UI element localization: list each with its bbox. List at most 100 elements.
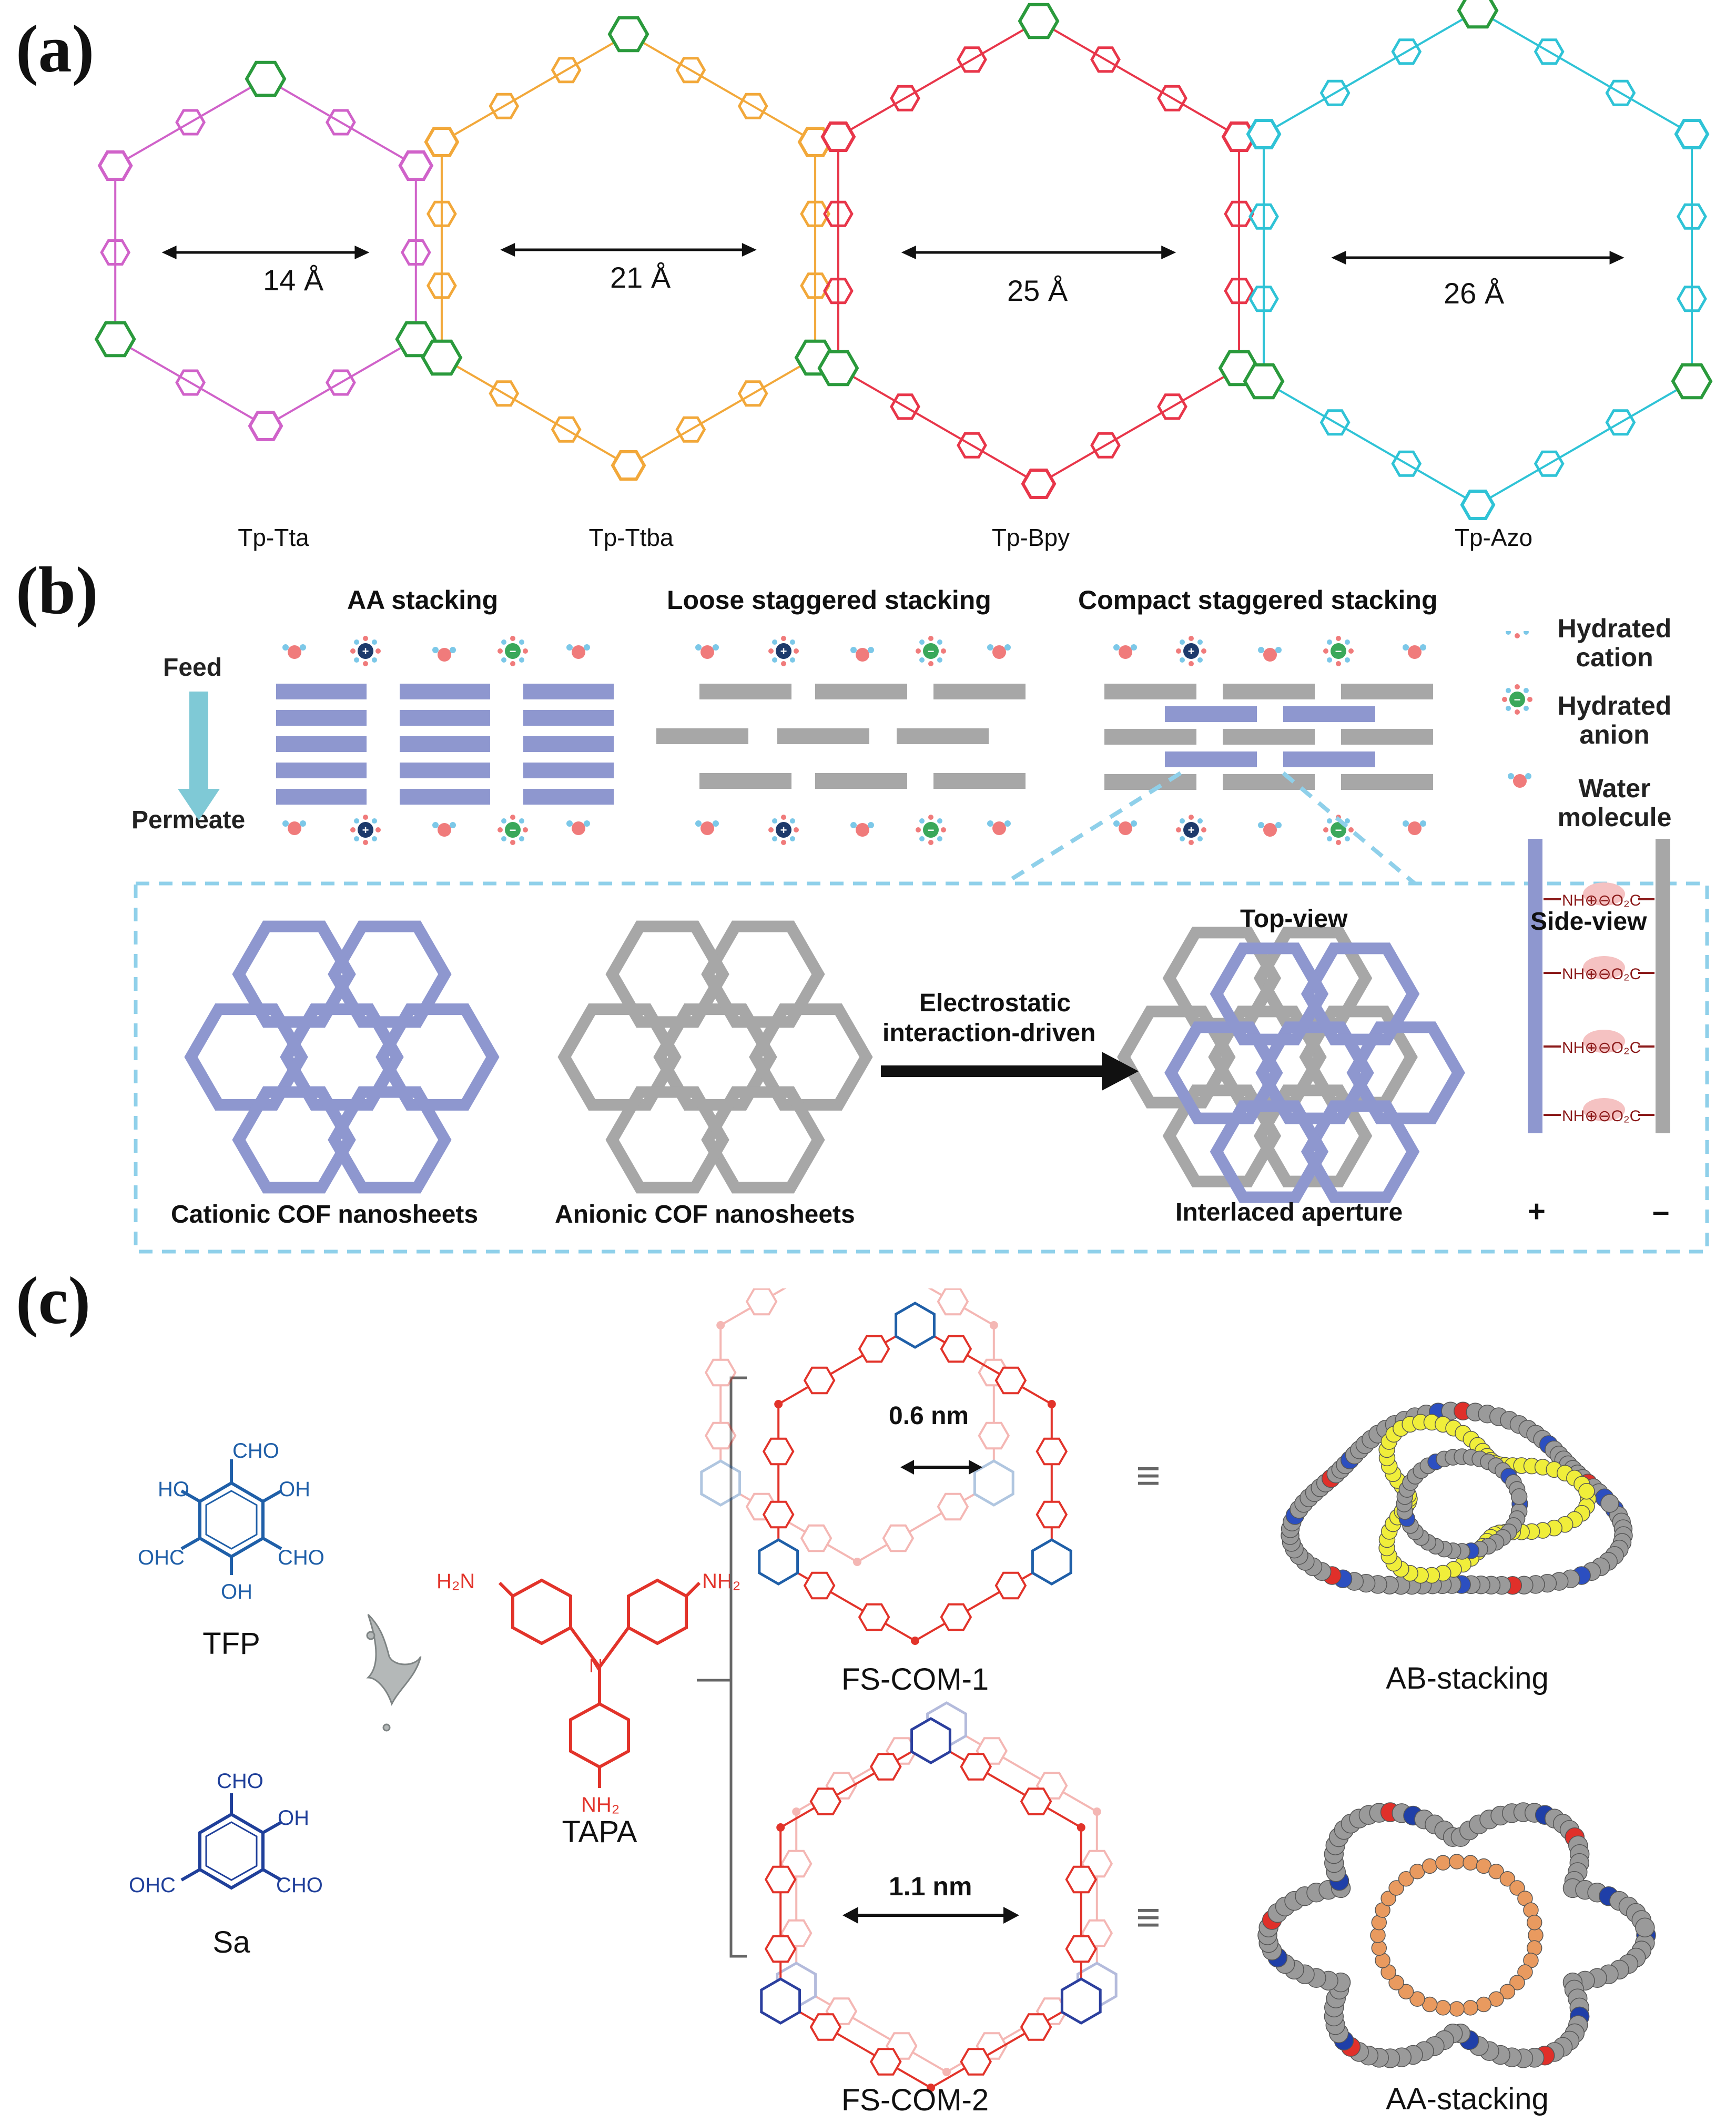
imine-bond — [796, 1984, 948, 2073]
aa-layer-bar — [523, 736, 614, 752]
legend-water-molecule-icon — [1508, 773, 1531, 788]
phenyl-ring — [858, 1603, 890, 1631]
cationic-cof-label: Cationic COF nanosheets — [171, 1201, 479, 1228]
linker-ring — [1248, 286, 1279, 312]
linker-ring — [675, 416, 706, 443]
phenyl-ring — [1035, 1437, 1068, 1466]
header-loose-staggered: Loose staggered stacking — [667, 585, 991, 615]
amine-node — [1077, 1823, 1085, 1832]
svg-text:+: + — [362, 824, 369, 837]
tfp-structure — [180, 1459, 282, 1575]
phenyl-ring — [994, 1366, 1027, 1395]
aldehyde-node — [1060, 1977, 1102, 2025]
side-group-label: NH⊕⊖O₂C — [1562, 1108, 1641, 1125]
linker-ring — [675, 57, 706, 84]
aa-layer-bar — [400, 763, 490, 778]
linker-bond — [265, 338, 417, 427]
stacked-atom — [1435, 2000, 1451, 2016]
linker-ring — [1391, 450, 1422, 477]
framework-atom — [1510, 1488, 1528, 1505]
pore-arrowhead-right — [1161, 246, 1176, 259]
aldehyde-node — [1031, 1538, 1072, 1586]
amine-node — [853, 1558, 861, 1566]
stacked-atom — [1509, 1880, 1525, 1896]
sa-ohc: OHC — [129, 1874, 176, 1897]
cof-structures-row — [94, 0, 1713, 520]
linker-bond — [265, 78, 417, 167]
linker-ring — [957, 46, 987, 73]
stacked-atom — [1517, 1964, 1533, 1980]
loose-layer-bar — [897, 728, 989, 744]
linker-bond — [837, 20, 1040, 138]
panel-a-label: (a) — [16, 12, 95, 86]
interaction-halo — [1583, 882, 1625, 906]
cationic-honeycomb — [184, 920, 500, 1194]
sa-cho-top: CHO — [217, 1770, 263, 1793]
feed-to-permeate-arrow — [178, 692, 220, 820]
top-view-cationic-layer — [1164, 942, 1465, 1203]
tp-node-ring — [94, 321, 136, 358]
amine-node — [1092, 1807, 1101, 1816]
sa-label: Sa — [212, 1925, 250, 1959]
tfp-cho-top: CHO — [232, 1439, 279, 1462]
phenyl-ring — [978, 1421, 1010, 1450]
side-view-label: Side-view — [1530, 908, 1647, 936]
aa-layer-bar — [276, 763, 367, 778]
pore-distance-tp-ttba: 21 Å — [610, 261, 671, 294]
caption-tp-azo: Tp-Azo — [1454, 524, 1533, 551]
imine-bond — [946, 1724, 1098, 1813]
stacked-atom — [1499, 1984, 1516, 1999]
linker-ring — [1605, 409, 1636, 436]
caption-tp-tta: Tp-Tta — [238, 524, 309, 551]
linker-ring — [1157, 393, 1187, 420]
phenyl-ring — [803, 1571, 836, 1600]
interlaced-aperture-label: Interlaced aperture — [1175, 1198, 1403, 1226]
svg-text:−: − — [928, 824, 935, 837]
cof-ring-tp-ttba — [421, 16, 836, 481]
svg-text:+: + — [1188, 645, 1195, 658]
tp-node-ring — [1243, 363, 1285, 400]
hexagon-cell — [232, 1086, 356, 1194]
pore-arrowhead-left — [161, 246, 177, 259]
triazine-node — [611, 450, 646, 481]
linker-ring — [1534, 38, 1565, 65]
linker-bond — [1263, 9, 1478, 135]
water-molecule-icon — [432, 647, 456, 662]
hexagon-cell — [1162, 1084, 1282, 1187]
linker-ring — [957, 432, 987, 459]
hexagon-cell — [232, 920, 356, 1028]
amine-node — [792, 1807, 801, 1816]
equivalence-symbol-1: ≡ — [1136, 1452, 1161, 1499]
compact-layer-bar — [1223, 729, 1315, 745]
triazine-node — [398, 150, 434, 181]
phenyl-ring — [762, 1437, 795, 1466]
hydrated-anion-icon: − — [916, 815, 946, 845]
compact-layer-bar — [1165, 751, 1257, 767]
phenyl-ring — [1035, 1500, 1068, 1529]
water-molecule-icon — [850, 647, 874, 662]
water-molecule-icon — [282, 820, 306, 835]
top-view-label: Top-view — [1240, 905, 1348, 933]
hydrated-cation-icon: + — [768, 636, 799, 666]
fs-com-2-structure — [760, 1701, 1118, 2092]
linker-ring — [489, 380, 520, 407]
pore-arrowhead-right — [742, 243, 757, 257]
hydrated-cation-icon: + — [350, 815, 381, 845]
water-molecule-icon — [1403, 644, 1426, 659]
amine-node — [989, 1321, 998, 1329]
compact-layer-bar — [1341, 774, 1433, 790]
linker-bond — [441, 33, 629, 143]
aldehyde-node — [700, 1459, 742, 1507]
aldehyde-node — [758, 1538, 799, 1586]
tfp-ho: HO — [158, 1478, 189, 1501]
aa-stacking-label: AA-stacking — [1386, 2082, 1549, 2116]
linker-ring — [326, 109, 356, 136]
imine-bond — [780, 1740, 932, 1829]
linker-ring — [175, 109, 206, 136]
pore-arrowhead-left — [1331, 251, 1346, 265]
phenyl-ring — [762, 1500, 795, 1529]
tp-node-ring — [1457, 0, 1499, 29]
cationic-sign: + — [1528, 1194, 1546, 1228]
aldehyde-node — [760, 1977, 801, 2025]
linker-ring — [1090, 432, 1121, 459]
